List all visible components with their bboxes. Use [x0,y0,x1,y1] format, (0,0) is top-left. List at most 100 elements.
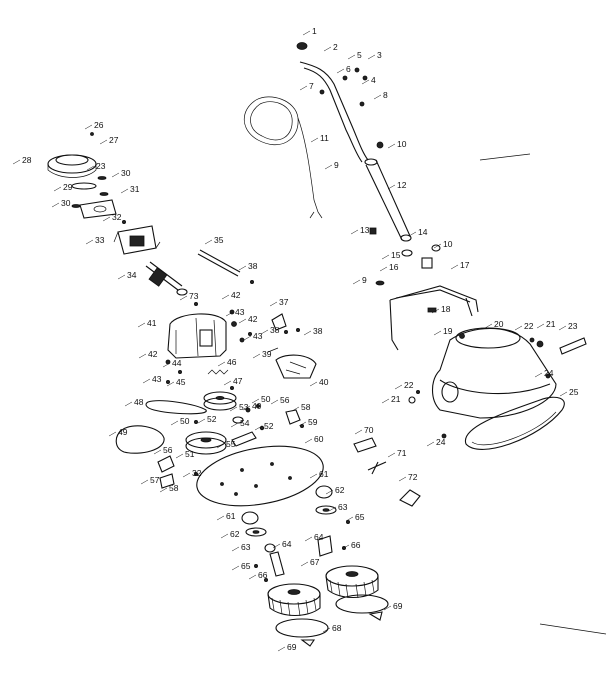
callout-number: 37 [279,297,289,307]
leader-line [354,429,363,435]
leader-line [373,94,382,100]
callout-number: 25 [569,387,579,397]
leader-line [84,124,93,130]
leader-line [387,143,396,149]
callout-number: 58 [169,483,179,493]
handle-tube-upper [299,61,369,163]
leader-line [352,279,361,285]
leader-line [299,85,308,91]
callout-number: 39 [262,349,272,359]
leader-line [231,565,240,571]
callout-number: 48 [134,397,144,407]
leader-line [300,561,309,567]
callout-number: 54 [240,418,250,428]
leader-line [558,325,567,331]
callout-number: 73 [189,291,199,301]
polishing-pads [275,594,389,647]
leader-line [336,68,345,74]
leader-line [238,318,247,324]
leader-line [140,479,149,485]
leader-line [304,536,313,542]
callout-number: 8 [383,90,388,100]
callout-number: 20 [494,319,504,329]
callout-number: 46 [227,357,237,367]
leader-line [484,323,493,329]
callout-number: 13 [360,225,370,235]
yoke-bolt [427,307,437,313]
leader-line [324,164,333,170]
leader-line [536,323,545,329]
callout-number: 28 [22,155,32,165]
callout-number: 17 [460,260,470,270]
leader-line [387,452,396,458]
callout-number: 32 [192,468,202,478]
leader-line [367,54,376,60]
brush-holder-plates [71,176,127,224]
callout-number: 69 [287,642,297,652]
callout-number: 49 [252,401,262,411]
leader-line [302,30,311,36]
callout-number: 68 [332,623,342,633]
motor-cover-housing [431,327,557,419]
motor-field-assembly [113,225,161,255]
leader-line [231,546,240,552]
leader-line [124,401,133,407]
leader-line [387,184,396,190]
callout-number: 33 [95,235,105,245]
leader-line [269,301,278,307]
callout-number: 45 [176,377,186,387]
leader-line [86,165,95,171]
motor-end-cap [47,132,97,178]
callout-number: 3 [377,50,382,60]
callout-number: 22 [524,321,534,331]
callout-number: 42 [231,290,241,300]
spindle-parts-left [241,511,285,583]
callout-number: 38 [248,261,258,271]
callout-number: 38 [270,325,280,335]
leader-line [252,353,261,359]
callout-number: 29 [63,182,73,192]
leader-line [303,330,312,336]
callout-number: 50 [180,416,190,426]
callout-number: 49 [118,427,128,437]
cord-clip [369,227,377,235]
idler-spring [207,369,229,375]
leader-line [230,422,239,428]
leader-line [179,295,188,301]
leader-line [182,472,191,478]
leader-line [514,325,523,331]
leader-line [216,515,225,521]
callout-number: 6 [346,64,351,74]
callout-number: 52 [264,421,274,431]
leader-line [394,384,403,390]
callout-number: 70 [364,425,374,435]
leader-line [229,406,238,412]
callout-number: 61 [226,511,236,521]
callout-number: 62 [230,529,240,539]
drive-belts-small [115,400,207,454]
leader-line [347,54,356,60]
leader-line [534,372,543,378]
callout-number: 22 [404,380,414,390]
callout-number: 4 [371,75,376,85]
callout-number: 72 [408,472,418,482]
callout-number: 65 [241,561,251,571]
leader-line [298,421,307,427]
gear-housing [167,313,227,359]
leader-line [197,418,206,424]
callout-number: 14 [418,227,428,237]
switch-small-parts [375,244,441,286]
leader-line [408,231,417,237]
callout-number: 42 [148,349,158,359]
pulley-lower [185,431,257,455]
callout-number: 5 [357,50,362,60]
leader-line [153,449,162,455]
leader-line [559,391,568,397]
leader-line [99,139,108,145]
leader-line [170,420,179,426]
leader-line [309,473,318,479]
leader-line [204,239,213,245]
callout-number: 53 [239,402,249,412]
pulley-upper [203,385,237,411]
